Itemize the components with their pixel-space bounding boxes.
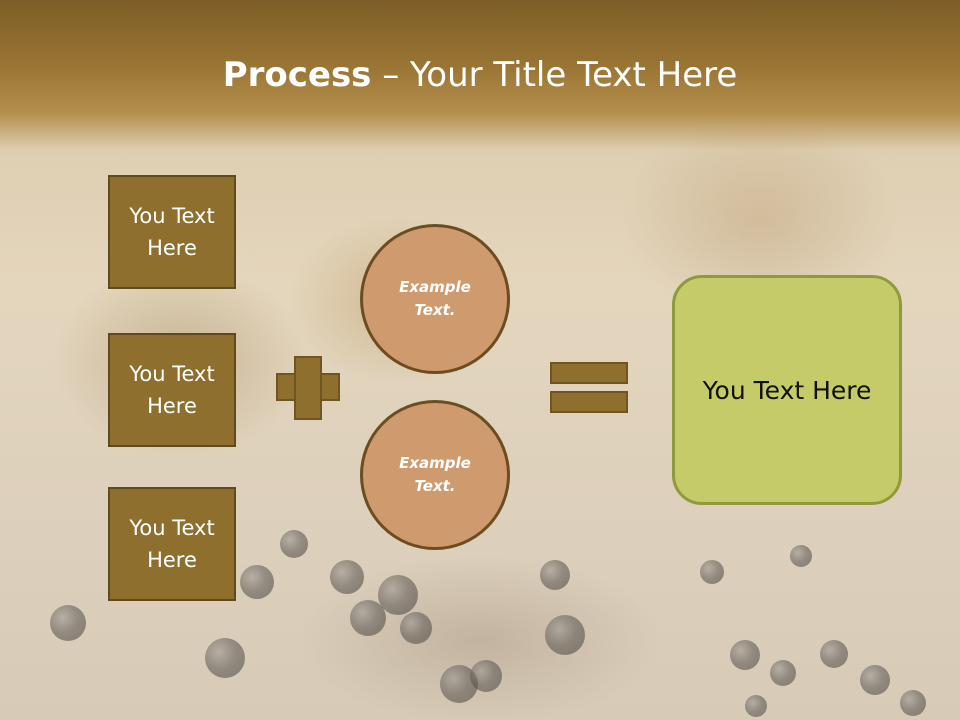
input-box-label: You Text Here [129,362,215,418]
slide-title-bold: Process [222,55,372,95]
background-pellet [790,545,812,567]
background-pellet [280,530,308,558]
example-circle-1[interactable]: Example Text. [360,224,510,374]
input-box-2[interactable]: You Text Here [108,333,236,447]
background-pellet [540,560,570,590]
input-box-1[interactable]: You Text Here [108,175,236,289]
background-pellet [730,640,760,670]
input-box-3[interactable]: You Text Here [108,487,236,601]
background-pellet [240,565,274,599]
background-pellet [378,575,418,615]
background-pellet [860,665,890,695]
background-pellet [350,600,386,636]
background-pellet [745,695,767,717]
background-pellet [700,560,724,584]
example-circle-label: Example Text. [399,454,471,495]
background-pellet [545,615,585,655]
result-box[interactable]: You Text Here [672,275,902,505]
background-pellet [770,660,796,686]
background-pellet [820,640,848,668]
example-circle-2[interactable]: Example Text. [360,400,510,550]
plus-icon-vertical-bar [294,356,322,420]
slide-title-rest: – Your Title Text Here [371,55,738,95]
equals-icon-top-bar [550,362,628,384]
background-pellet [400,612,432,644]
background-pellet [205,638,245,678]
background-pellet [330,560,364,594]
background-pellet [470,660,502,692]
background-pellet [900,690,926,716]
slide-title[interactable]: Process – Your Title Text Here [0,50,960,100]
equals-icon-bottom-bar [550,391,628,413]
input-box-label: You Text Here [129,204,215,260]
result-box-label: You Text Here [702,375,872,405]
background-pellet [50,605,86,641]
input-box-label: You Text Here [129,516,215,572]
title-banner [0,0,960,150]
example-circle-label: Example Text. [399,278,471,319]
